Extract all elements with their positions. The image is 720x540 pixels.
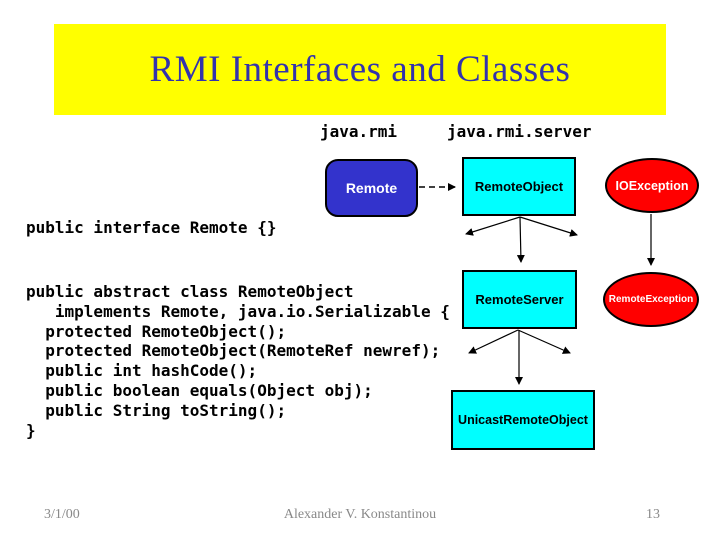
remote-object-child-arrow-right — [519, 216, 578, 237]
remote-server-child-arrow-right — [517, 329, 571, 354]
node-unicast-remote-object: UnicastRemoteObject — [451, 390, 595, 450]
package-label-java-rmi: java.rmi — [320, 122, 398, 141]
interface-code-block: public interface Remote {} — [26, 218, 277, 237]
slide-title: RMI Interfaces and Classes — [149, 49, 571, 90]
node-remote-server: RemoteServer — [462, 270, 577, 329]
footer-author: Alexander V. Konstantinou — [283, 507, 437, 522]
node-unicast-remote-object-label: UnicastRemoteObject — [458, 413, 588, 427]
node-remote-interface: Remote — [325, 159, 418, 217]
package-label-java-rmi-server: java.rmi.server — [447, 122, 592, 141]
title-banner: RMI Interfaces and Classes — [54, 24, 666, 115]
node-remote-exception-label: RemoteException — [608, 294, 694, 305]
node-remote-label: Remote — [345, 180, 398, 196]
node-remote-server-label: RemoteServer — [475, 292, 564, 307]
remote-object-child-arrow-middle — [516, 216, 525, 263]
footer-date: 3/1/00 — [44, 507, 80, 522]
node-remote-exception: RemoteException — [603, 272, 699, 327]
node-remote-object-label: RemoteObject — [474, 179, 564, 194]
node-io-exception-label: IOException — [615, 178, 689, 193]
class-code-block: public abstract class RemoteObject imple… — [26, 282, 450, 440]
remote-object-child-arrow-left — [465, 216, 521, 236]
remote-server-child-arrow-left — [468, 329, 519, 354]
footer-page-number: 13 — [646, 507, 660, 522]
node-remote-object: RemoteObject — [462, 157, 576, 216]
node-io-exception: IOException — [605, 158, 699, 213]
